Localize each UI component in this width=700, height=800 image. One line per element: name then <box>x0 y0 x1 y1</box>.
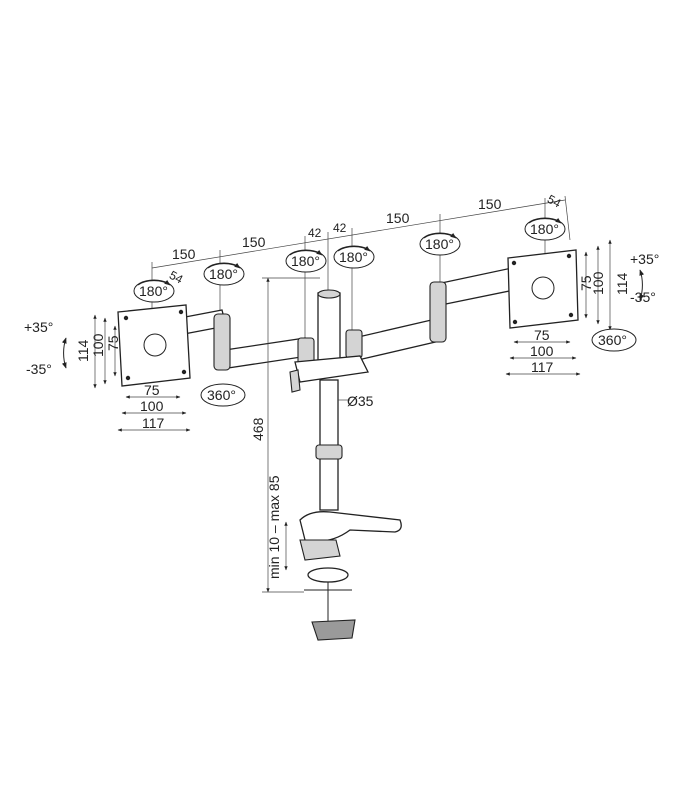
rotation-180-left-outer: 180° <box>133 279 175 303</box>
clamp-knob <box>311 619 356 641</box>
right-arm-pivot <box>345 329 363 359</box>
dimension-line <box>151 199 566 269</box>
vesa-hole <box>512 319 518 325</box>
pole-cap <box>317 289 341 299</box>
rotation-label: 180° <box>530 221 559 237</box>
vesa-100-label-left: 100 <box>90 333 106 357</box>
rotation-360-left <box>200 383 246 407</box>
offset-right-label: 42 <box>333 221 347 235</box>
tilt-minus-right: -35° <box>630 289 656 305</box>
vesa-75-width-left: 75 <box>144 382 160 398</box>
rotation-180-right-inner: 180° <box>419 232 461 256</box>
clamp-plate <box>307 567 349 583</box>
depth-left-label: 54 <box>167 268 186 287</box>
right-elbow-joint <box>429 281 447 343</box>
vesa-100-width-left: 100 <box>140 398 164 414</box>
pole-height-label: 468 <box>250 417 266 441</box>
vesa-100-width-right: 100 <box>530 343 554 359</box>
vesa-114-label-left: 114 <box>75 339 91 362</box>
vesa-hole <box>511 260 517 266</box>
rotation-markers: 180° 180° 180° 180° 180° 180° <box>133 217 566 303</box>
tilt-plus-right: +35° <box>630 251 659 267</box>
rotation-label: 180° <box>339 249 368 265</box>
extension-line <box>564 195 571 241</box>
desk-base <box>299 511 402 542</box>
vesa-hole <box>566 253 572 259</box>
arm-right-outer-label: 150 <box>478 196 502 212</box>
clamp-range-label: min 10 – max 85 <box>266 475 282 579</box>
vesa-75-label-left: 75 <box>105 335 121 351</box>
vesa-center-hub <box>531 276 555 300</box>
arm-left-outer-label: 150 <box>172 246 196 262</box>
pole-assembly <box>289 289 402 641</box>
rotation-label: 180° <box>209 266 238 282</box>
arm-right-inner-label: 150 <box>386 210 410 226</box>
rotation-180-center-right: 180° <box>333 245 375 269</box>
pole-top <box>317 292 341 364</box>
rotation-360-label-left: 360° <box>207 387 236 403</box>
top-dimension-chain: 150 150 42 42 150 150 54 54 <box>151 192 571 345</box>
vesa-117-width-right: 117 <box>531 359 554 375</box>
vesa-75-label-right: 75 <box>578 275 594 291</box>
vesa-hole <box>125 375 131 381</box>
rotation-360-label-right: 360° <box>598 332 627 348</box>
vesa-hole <box>178 309 184 315</box>
clamp-body <box>299 539 341 561</box>
pole-diameter-label: Ø35 <box>347 393 374 409</box>
tilt-minus-left: -35° <box>26 361 52 377</box>
offset-left-label: 42 <box>308 226 322 240</box>
vertical-dimensions: 468 min 10 – max 85 Ø35 <box>250 277 374 593</box>
vesa-114-label-right: 114 <box>614 272 630 295</box>
vesa-hole <box>123 315 129 321</box>
pole-collar <box>315 444 343 460</box>
vesa-hole <box>568 312 574 318</box>
left-vesa-plate: 114 100 75 75 100 117 +35° -35° 360° <box>24 304 246 432</box>
tilt-arrow-left <box>61 337 67 369</box>
rotation-180-center-left: 180° <box>285 249 327 273</box>
rotation-180-left-inner: 180° <box>203 262 245 286</box>
rotation-360-right <box>591 328 637 352</box>
rotation-label: 180° <box>425 236 454 252</box>
vesa-100-label-right: 100 <box>590 271 606 295</box>
rotation-label: 180° <box>139 283 168 299</box>
depth-right-label: 54 <box>545 192 564 211</box>
rotation-180-right-outer: 180° <box>524 217 566 241</box>
vesa-117-width-left: 117 <box>142 415 165 431</box>
left-elbow-joint <box>213 313 231 371</box>
vesa-75-width-right: 75 <box>534 327 550 343</box>
tilt-plus-left: +35° <box>24 319 53 335</box>
vesa-center-hub <box>143 333 167 357</box>
vesa-hole <box>181 369 187 375</box>
tilt-arrow-right <box>639 269 645 301</box>
right-vesa-plate: 75 100 114 75 100 117 +35° -35° 360° <box>505 239 659 376</box>
hub-lever <box>289 369 301 393</box>
rotation-label: 180° <box>291 253 320 269</box>
arm-left-inner-label: 150 <box>242 234 266 250</box>
